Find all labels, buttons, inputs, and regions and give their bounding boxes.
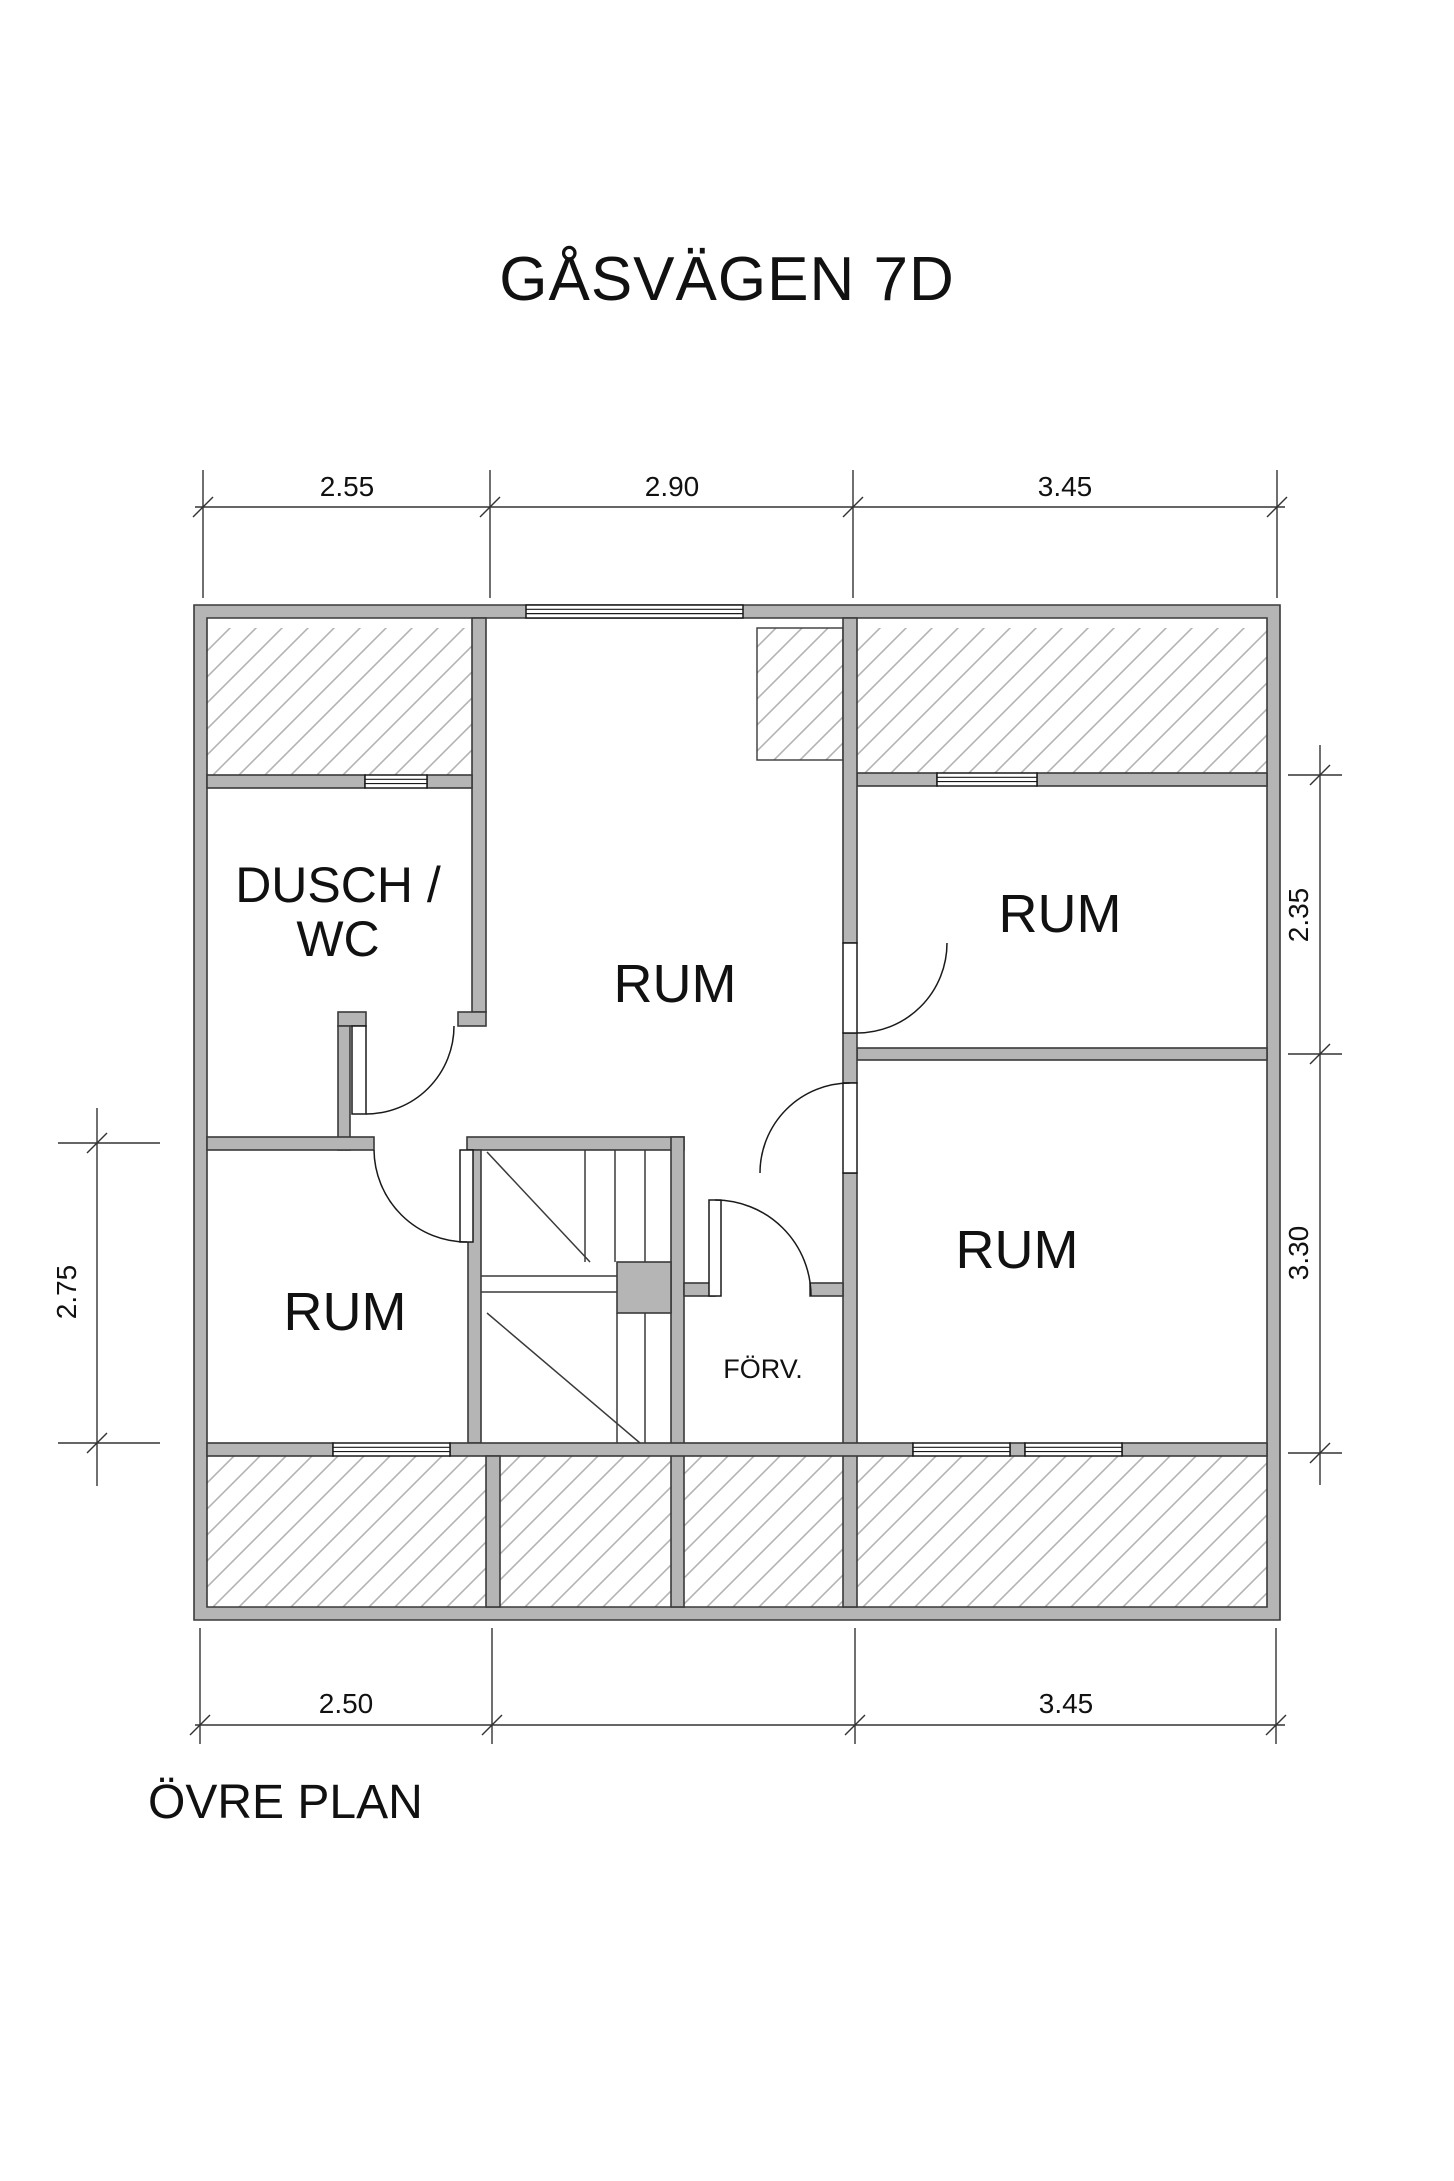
- staircase: [481, 1150, 646, 1444]
- plan-label: ÖVRE PLAN: [148, 1776, 423, 1829]
- dim-label-bottom-2: 3.45: [1039, 1688, 1094, 1719]
- wall-knee-left-b: [426, 774, 473, 789]
- page-title: GÅSVÄGEN 7D: [499, 245, 954, 314]
- room-labels: DUSCH / WC RUM RUM RUM RUM FÖRV.: [235, 857, 1121, 1384]
- door-arc-duschwc: [365, 1025, 455, 1115]
- window-top: [525, 604, 744, 619]
- wall-stairs-right: [670, 1136, 685, 1608]
- room-label-rum-top-right: RUM: [999, 884, 1122, 944]
- hatch-bottom-3: [684, 1456, 843, 1607]
- door-arc-forv: [714, 1199, 812, 1297]
- dim-label-top-2: 2.90: [645, 471, 700, 502]
- dimension-labels: 2.55 2.90 3.45 2.50 3.45 2.35 3.30 2.75: [51, 471, 1314, 1719]
- dim-tick: [1309, 1043, 1331, 1065]
- door-leaf-rum-top-right: [842, 942, 858, 1034]
- room-label-duschwc-line1: DUSCH /: [235, 857, 441, 913]
- wall-hall-right-bottom: [842, 1172, 858, 1608]
- wall-strip-divider: [485, 1455, 501, 1608]
- dim-tick: [481, 1714, 503, 1736]
- hatch-top-left: [207, 628, 472, 775]
- dim-tick: [1309, 1442, 1331, 1464]
- room-label-rum-center: RUM: [614, 954, 737, 1014]
- dim-label-bottom-1: 2.50: [319, 1688, 374, 1719]
- wall-rum-left-top: [206, 1136, 375, 1151]
- wall-right-rooms-divider: [856, 1047, 1268, 1061]
- wall-forv-top-right: [809, 1282, 844, 1297]
- window-bottom-right-1: [912, 1442, 1011, 1457]
- stair-break-line-upper: [486, 1151, 591, 1263]
- wall-knee-right-a: [856, 772, 938, 787]
- door-arc-rum-top-right: [856, 942, 948, 1034]
- hatch-bottom-4: [857, 1456, 1267, 1607]
- door-leaf-rum-left: [459, 1149, 474, 1243]
- window-knee-right: [936, 772, 1038, 787]
- wall-knee-left-a: [206, 774, 366, 789]
- dim-tick: [479, 496, 501, 518]
- wall-bottom-c: [1009, 1442, 1026, 1457]
- wall-bottom-d: [1121, 1442, 1268, 1457]
- dim-label-left-1: 2.75: [51, 1265, 82, 1320]
- dim-tick: [844, 1714, 866, 1736]
- wall-dusch-stub-cap: [337, 1011, 367, 1027]
- room-label-duschwc-line2: WC: [296, 911, 379, 967]
- window-knee-left: [364, 774, 428, 789]
- dim-tick: [1266, 496, 1288, 518]
- room-label-rum-bottom-right: RUM: [956, 1220, 1079, 1280]
- dim-tick: [86, 1432, 108, 1454]
- dim-tick: [842, 496, 864, 518]
- window-bottom-right-2: [1024, 1442, 1123, 1457]
- room-label-rum-left: RUM: [284, 1282, 407, 1342]
- dim-label-top-3: 3.45: [1038, 471, 1093, 502]
- stair-break-line-lower: [486, 1312, 641, 1444]
- wall-duschwc-right-foot: [457, 1011, 487, 1027]
- door-arc-rum-left: [373, 1149, 468, 1243]
- wall-hall-right-top: [842, 617, 858, 944]
- dim-tick: [1309, 764, 1331, 786]
- hatch-bottom-2: [500, 1456, 671, 1607]
- door-leaf-rum-bottom-right: [842, 1082, 858, 1174]
- doors: [351, 942, 948, 1297]
- stair-landing: [616, 1261, 672, 1314]
- wall-dusch-stub: [337, 1025, 351, 1151]
- wall-bottom-a: [206, 1442, 334, 1457]
- dim-tick: [86, 1132, 108, 1154]
- room-label-forv: FÖRV.: [723, 1354, 803, 1384]
- wall-knee-right-b: [1036, 772, 1268, 787]
- outer-wall: [193, 604, 1281, 1621]
- dim-label-right-2: 3.30: [1283, 1226, 1314, 1281]
- wall-bottom-b: [449, 1442, 914, 1457]
- hatch-top-right: [857, 628, 1267, 773]
- windows: [332, 604, 1123, 1457]
- hatch-top-center: [756, 627, 844, 761]
- dimension-lines: [58, 470, 1342, 1744]
- wall-duschwc-right: [471, 617, 487, 1013]
- dim-label-right-1: 2.35: [1283, 888, 1314, 943]
- dim-tick: [1265, 1714, 1287, 1736]
- dim-tick: [192, 496, 214, 518]
- wall-stairs-top: [466, 1136, 685, 1151]
- dim-label-top-1: 2.55: [320, 471, 375, 502]
- hatched-areas: [207, 627, 1267, 1607]
- door-leaf-duschwc: [351, 1025, 367, 1115]
- door-leaf-forv: [708, 1199, 722, 1297]
- wall-hall-right-mid: [842, 1032, 858, 1084]
- door-arc-rum-bottom-right: [759, 1082, 851, 1174]
- dim-tick: [189, 1714, 211, 1736]
- hatch-bottom-1: [207, 1456, 486, 1607]
- window-bottom-left: [332, 1442, 451, 1457]
